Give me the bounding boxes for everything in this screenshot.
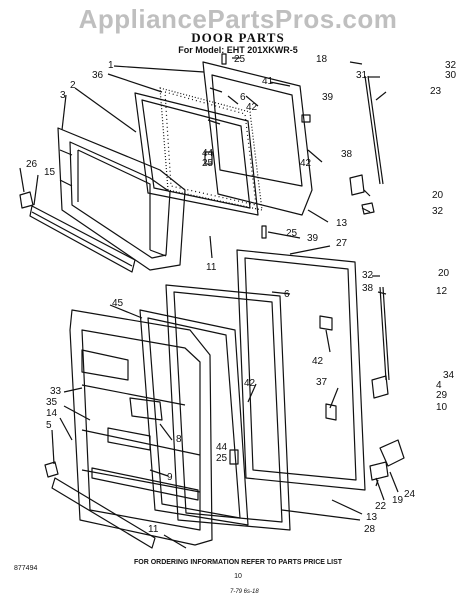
fresh-food-door-panel — [236, 249, 366, 491]
freezer-inner-liner — [57, 127, 186, 271]
callout-15: 15 — [44, 167, 56, 178]
callout-12: 12 — [436, 286, 448, 297]
callout-30: 30 — [445, 70, 457, 81]
handle-part-24 — [379, 439, 405, 467]
callout-22: 22 — [375, 501, 387, 512]
callout-42: 42 — [244, 378, 256, 389]
freezer-gasket — [134, 92, 259, 216]
callout-20: 20 — [438, 268, 450, 279]
callout-14: 14 — [46, 408, 58, 419]
callout-6: 6 — [240, 92, 246, 103]
callout-37: 37 — [316, 377, 328, 388]
callout-39: 39 — [307, 233, 319, 244]
callout-11: 11 — [148, 524, 159, 535]
fresh-food-breaker — [139, 309, 249, 526]
callout-25: 25 — [234, 54, 246, 65]
callout-27: 27 — [336, 238, 348, 249]
callout-10: 10 — [436, 402, 448, 413]
fresh-food-shelf — [44, 461, 156, 549]
callout-25: 25 — [202, 158, 214, 169]
callout-38: 38 — [341, 149, 353, 160]
callout-35: 35 — [46, 397, 58, 408]
callout-26: 26 — [26, 159, 38, 170]
callout-34: 34 — [443, 370, 455, 381]
callout-41: 41 — [262, 76, 274, 87]
callout-18: 18 — [316, 54, 328, 65]
callout-42: 42 — [300, 158, 312, 169]
callout-20: 20 — [432, 190, 444, 201]
hinge-rod-12 — [379, 286, 387, 381]
bracket-38 — [349, 174, 365, 196]
callout-6: 6 — [284, 289, 290, 300]
callout-32: 32 — [362, 270, 374, 281]
callout-32: 32 — [445, 60, 457, 71]
callout-13: 13 — [366, 512, 378, 523]
callout-33: 33 — [50, 386, 62, 397]
model-subtitle: For Model: EHT 201XKWR-5 — [178, 45, 298, 55]
callout-19: 19 — [392, 495, 404, 506]
callout-9: 9 — [167, 472, 173, 483]
ordering-note: FOR ORDERING INFORMATION REFER TO PARTS … — [133, 559, 343, 566]
callout-2: 2 — [70, 80, 76, 91]
callout-44: 44 — [216, 442, 228, 453]
page-number: 10 — [234, 573, 242, 580]
hinge-part-26 — [19, 191, 34, 209]
callout-38: 38 — [362, 283, 374, 294]
callout-3: 3 — [60, 90, 66, 101]
fresh-food-inner-liner — [69, 309, 213, 546]
callout-24: 24 — [404, 489, 416, 500]
diagram-code: 877494 — [14, 565, 38, 572]
freezer-shelf — [29, 205, 136, 273]
callout-42: 42 — [246, 102, 258, 113]
fresh-food-gasket — [165, 284, 291, 531]
callout-42: 42 — [312, 356, 324, 367]
callout-36: 36 — [92, 70, 104, 81]
freezer-door-panel — [202, 61, 313, 216]
callout-39: 39 — [322, 92, 334, 103]
callout-1: 1 — [108, 60, 114, 71]
callout-8: 8 — [176, 434, 182, 445]
print-date: 7-79 6s-18 — [230, 589, 259, 595]
watermark: AppliancePartsPros.com — [78, 4, 398, 34]
callout-25: 25 — [286, 228, 298, 239]
handle-part-22 — [369, 461, 389, 481]
bracket-34 — [371, 375, 389, 399]
callout-25: 25 — [216, 453, 228, 464]
callout-31: 31 — [356, 70, 368, 81]
callout-4: 4 — [436, 380, 442, 391]
page-title: DOOR PARTS — [191, 30, 285, 45]
callout-44: 44 — [202, 148, 214, 159]
callout-11: 11 — [206, 262, 217, 273]
callout-32: 32 — [432, 206, 444, 217]
callout-23: 23 — [430, 86, 442, 97]
callout-28: 28 — [364, 524, 376, 535]
callout-13: 13 — [336, 218, 348, 229]
callout-5: 5 — [46, 420, 52, 431]
callout-45: 45 — [112, 298, 124, 309]
hinge-rod-23 — [364, 75, 381, 185]
callout-29: 29 — [436, 390, 448, 401]
